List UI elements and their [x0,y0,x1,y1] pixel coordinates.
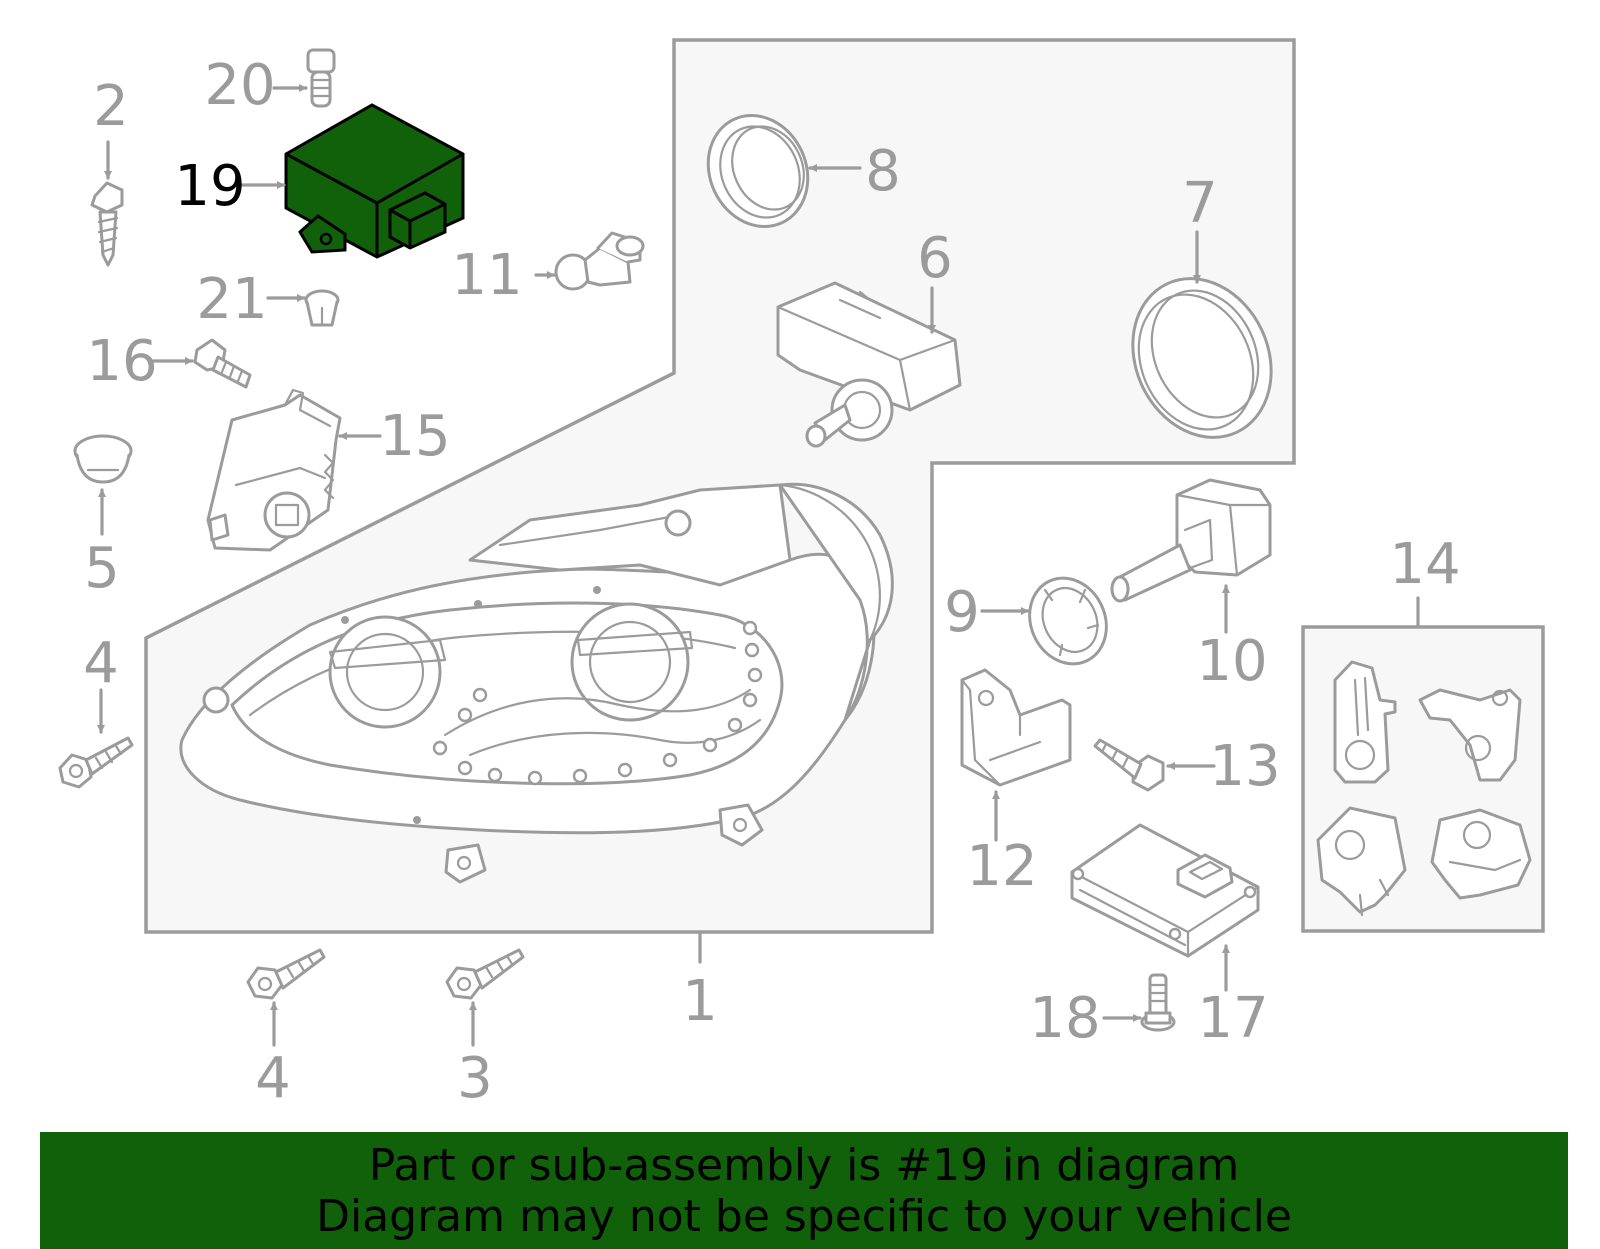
control-module-part-19[interactable] [284,103,465,259]
bulb-components-part-14 [1316,660,1532,917]
callout-19: 19 [174,154,245,219]
callout-21: 21 [196,267,267,332]
callout-12: 12 [966,834,1037,899]
callout-7: 7 [1182,171,1218,236]
bracket-part-12 [960,668,1072,787]
leader-lines [97,84,1420,1047]
callout-4-bottom: 4 [255,1046,291,1111]
callout-labels: 1 2 3 4 4 5 6 7 8 9 10 11 12 13 14 15 16… [83,53,1460,1111]
callout-2: 2 [93,74,129,139]
callout-11: 11 [451,243,522,308]
bolt-part-18 [1140,973,1176,1032]
callout-13: 13 [1209,734,1280,799]
bolt-part-20 [306,48,336,108]
callout-16: 16 [86,329,157,394]
retaining-ring-part-9 [1028,576,1108,666]
callout-3: 3 [457,1046,493,1111]
xenon-bulb-part-10 [1110,478,1272,603]
seal-ring-part-8 [706,114,810,228]
callout-18: 18 [1029,986,1100,1051]
leveling-motor-part-15 [206,388,342,552]
part-info-banner: Part or sub-assembly is #19 in diagram D… [40,1132,1568,1249]
callout-5: 5 [84,536,120,601]
bolt-part-16 [193,338,252,389]
screw-part-13 [1093,738,1165,792]
callout-6: 6 [917,226,953,291]
callout-17: 17 [1197,986,1268,1051]
banner-line-2: Diagram may not be specific to your vehi… [316,1191,1292,1242]
seal-ring-part-7 [1131,277,1273,439]
actuator-part-6 [776,281,962,448]
banner-line-1: Part or sub-assembly is #19 in diagram [368,1140,1240,1191]
headlamp-drawing [179,482,894,884]
plug-part-5 [73,434,133,484]
callout-4-left: 4 [83,631,119,696]
callout-8: 8 [865,139,901,204]
screw-part-2 [90,181,124,267]
callout-9: 9 [944,580,980,645]
screw-part-4-left [58,736,134,789]
callout-20: 20 [204,53,275,118]
clip-nut-part-21 [304,289,340,327]
screw-part-3 [445,948,525,1000]
callout-14: 14 [1389,532,1460,597]
bulb-part-11 [554,231,645,291]
screw-part-4-bottom [246,948,326,1000]
callout-15: 15 [379,404,450,469]
callout-10: 10 [1196,629,1267,694]
ballast-part-17 [1070,823,1260,958]
callout-1: 1 [682,969,718,1034]
